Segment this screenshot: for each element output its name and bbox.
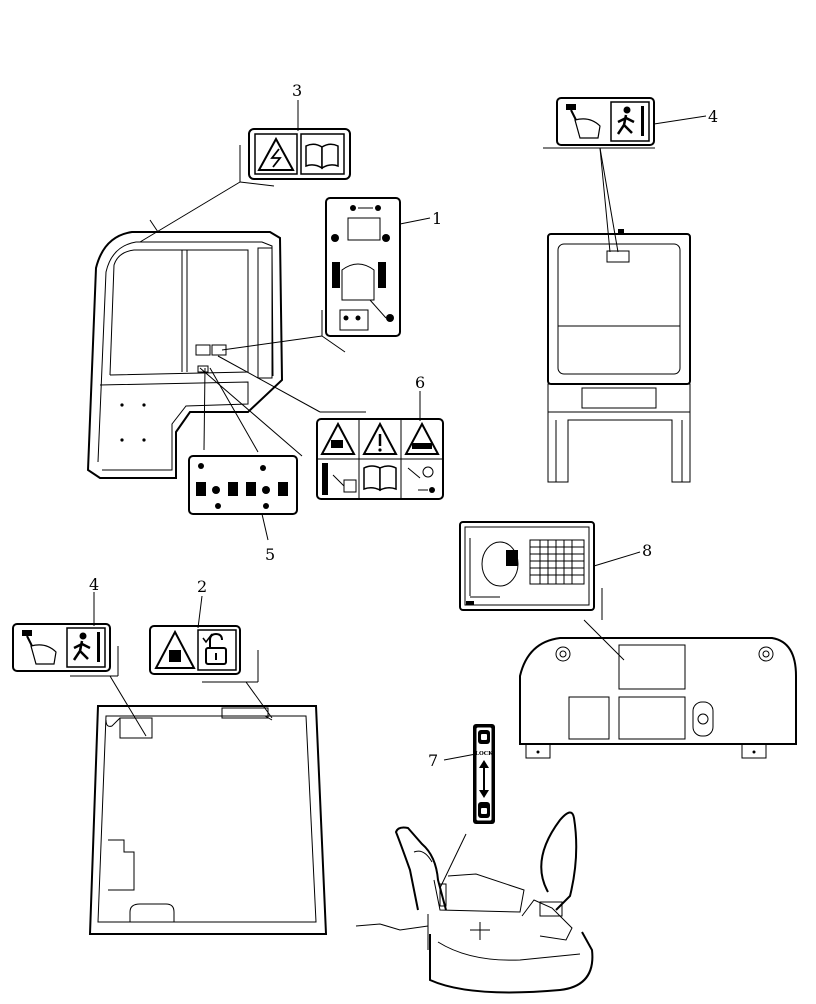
load-chart-grid [529,539,585,585]
read-manual-icon-6 [363,465,397,492]
decal-4-rear [556,97,655,146]
seat-drawing [355,811,594,994]
callout-3: 3 [292,81,302,100]
callout-6: 6 [415,373,425,392]
decal-4-roof [12,623,111,672]
lock-label: LOCK [475,751,493,757]
cab-leaders [139,145,366,457]
callout-4-rear: 4 [708,107,718,126]
callout-4-roof: 4 [89,575,99,594]
decal-7: LOCK [473,724,495,824]
callout-5: 5 [265,545,275,564]
emergency-exit-icon-2 [66,627,106,668]
callout-7: 7 [428,751,438,770]
unlock-icon [478,802,490,818]
double-arrow-icon [479,760,489,798]
decal-6 [316,418,444,500]
safety-lever-icon [407,466,435,493]
console-panel [519,637,797,759]
callout-1: 1 [432,209,442,228]
lock-open-icon [202,632,227,665]
cab-drawing [86,219,284,479]
hammer-icon [566,104,601,139]
callout-2: 2 [197,577,207,596]
keep-distance-icon [322,463,357,495]
emergency-exit-icon [610,101,650,142]
hammer-icon-2 [22,630,57,665]
decal-1 [325,197,401,337]
decal-2 [149,625,241,675]
decal-5 [188,455,298,515]
decal-8 [459,521,595,611]
decal-3 [248,128,351,180]
lock-icon [478,730,490,744]
cab-rear-view [547,229,691,483]
overturn-warning-icon [320,421,356,455]
roof-panel [88,705,328,935]
electric-shock-warning-icon [254,133,298,175]
read-manual-icon [300,133,345,175]
callout-8: 8 [642,541,652,560]
